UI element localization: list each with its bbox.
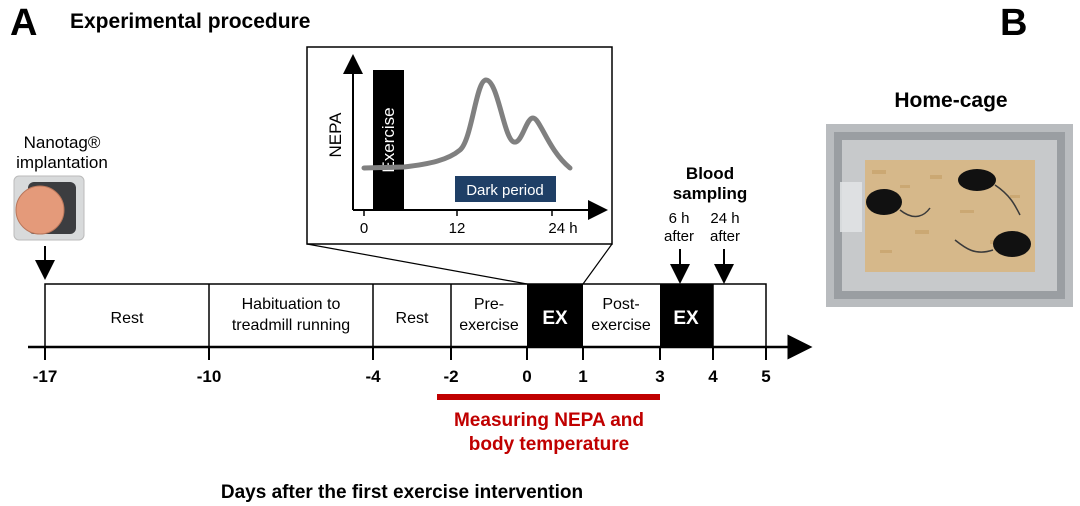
panel-a-title: Experimental procedure: [70, 10, 311, 33]
segment-post-line1: Post-: [602, 296, 639, 313]
mouse-3: [993, 231, 1031, 257]
segment-ex-2: EX: [673, 308, 699, 329]
measuring-label-line1: Measuring NEPA and: [454, 410, 644, 431]
axis-tick-0: 0: [522, 367, 531, 386]
dark-period-bar: [455, 176, 556, 202]
exercise-label: Exercise: [379, 107, 398, 172]
axis-tick-4: 4: [708, 367, 718, 386]
axis-tick-minus2: -2: [443, 367, 458, 386]
blood-title-line1: Blood: [686, 164, 734, 183]
blood-6h-line2: after: [664, 228, 694, 245]
timeline: Rest Habituation to treadmill running Re…: [44, 283, 767, 348]
measuring-label-line2: body temperature: [469, 434, 629, 455]
segment-ex-1: EX: [542, 308, 568, 329]
exercise-bar: [373, 70, 404, 210]
panel-b-letter: B: [1000, 2, 1028, 44]
blood-24h-line1: 24 h: [710, 210, 739, 227]
axis-tick-5: 5: [761, 367, 770, 386]
mouse-1: [866, 189, 902, 215]
x-axis-title: Days after the first exercise interventi…: [221, 482, 583, 503]
ex-block-2: [660, 284, 713, 347]
measuring-period-bar: [437, 394, 660, 400]
zoom-line-left: [306, 243, 528, 285]
nepa-curve: [361, 77, 573, 171]
axis-tick-minus4: -4: [365, 367, 381, 386]
implant-label-line1: Nanotag®: [24, 133, 101, 152]
home-cage-title: Home-cage: [894, 89, 1007, 112]
blood-24h-line2: after: [710, 228, 740, 245]
ex-block-1: [527, 284, 583, 347]
implant-label-line2: implantation: [16, 153, 108, 172]
axis-tick-minus10: -10: [197, 367, 222, 386]
zoom-line-right: [582, 243, 613, 285]
mouse-2: [958, 169, 996, 191]
inset-tick-12: 12: [449, 220, 466, 237]
segment-habituation-line2: treadmill running: [232, 317, 350, 334]
nepa-axis-label: NEPA: [326, 112, 345, 158]
blood-6h-line1: 6 h: [669, 210, 690, 227]
axis-tick-3: 3: [655, 367, 664, 386]
inset-tick-0: 0: [360, 220, 368, 237]
panel-a-letter: A: [10, 2, 38, 44]
blood-title-line2: sampling: [673, 184, 748, 203]
axis-tick-marks: [44, 347, 767, 360]
segment-pre-line2: exercise: [459, 317, 519, 334]
inset-tick-24: 24 h: [548, 220, 577, 237]
axis-tick-minus17: -17: [33, 367, 58, 386]
home-cage-photo: [826, 124, 1073, 307]
nepa-inset: Exercise Dark period NEPA 0 12 24 h: [306, 46, 613, 245]
segment-rest-1: Rest: [111, 310, 144, 327]
axis-tick-1: 1: [578, 367, 587, 386]
nanotag-device-image: [13, 175, 85, 241]
segment-pre-line1: Pre-: [474, 296, 504, 313]
dark-period-label: Dark period: [466, 182, 544, 199]
segment-habituation-line1: Habituation to: [242, 296, 341, 313]
segment-rest-2: Rest: [396, 310, 429, 327]
segment-post-line2: exercise: [591, 317, 651, 334]
